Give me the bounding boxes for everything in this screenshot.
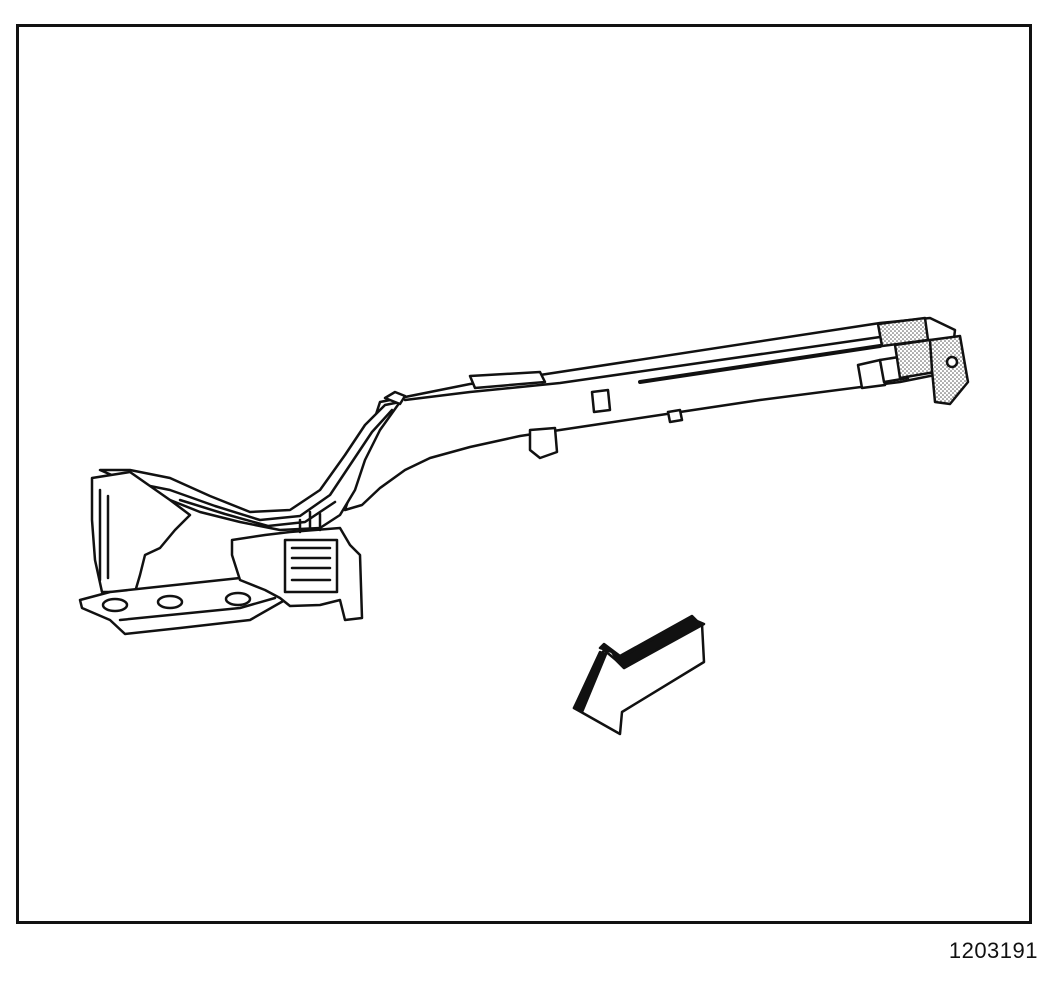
rail-kickup-inner bbox=[118, 408, 394, 522]
mounting-plate-edge bbox=[118, 596, 277, 622]
mount-hole bbox=[156, 594, 184, 610]
body-mount-studs bbox=[298, 510, 322, 534]
body-mount-ribs bbox=[290, 546, 332, 582]
rail-lower-bump bbox=[666, 408, 684, 424]
figure-number: 1203191 bbox=[948, 938, 1038, 963]
front-direction-arrow-icon bbox=[572, 614, 706, 736]
rail-rear-bracket bbox=[856, 358, 887, 390]
rail-top-tab bbox=[383, 390, 407, 406]
arrow-dark-edge bbox=[572, 650, 608, 714]
front-bracket bbox=[90, 470, 192, 594]
rail-dark-stripe bbox=[638, 344, 882, 384]
front-bracket-flange bbox=[98, 488, 110, 582]
rail-upper-flange bbox=[468, 370, 547, 390]
rail-rear-shading-side bbox=[893, 338, 937, 380]
arrow-dark-edge-2 bbox=[614, 616, 706, 670]
rail-rear-hole bbox=[945, 355, 959, 369]
rail-center-bracket bbox=[590, 388, 612, 414]
rail-lower-bracket bbox=[528, 426, 559, 460]
mount-hole bbox=[101, 597, 129, 613]
frame-rail-illustration bbox=[78, 316, 957, 636]
rail-rear-end bbox=[876, 316, 970, 406]
mount-hole bbox=[224, 591, 252, 607]
rail-kickup-inner-2 bbox=[178, 498, 337, 528]
rail-rear-cap bbox=[928, 334, 970, 406]
illustration-frame bbox=[16, 24, 1032, 924]
